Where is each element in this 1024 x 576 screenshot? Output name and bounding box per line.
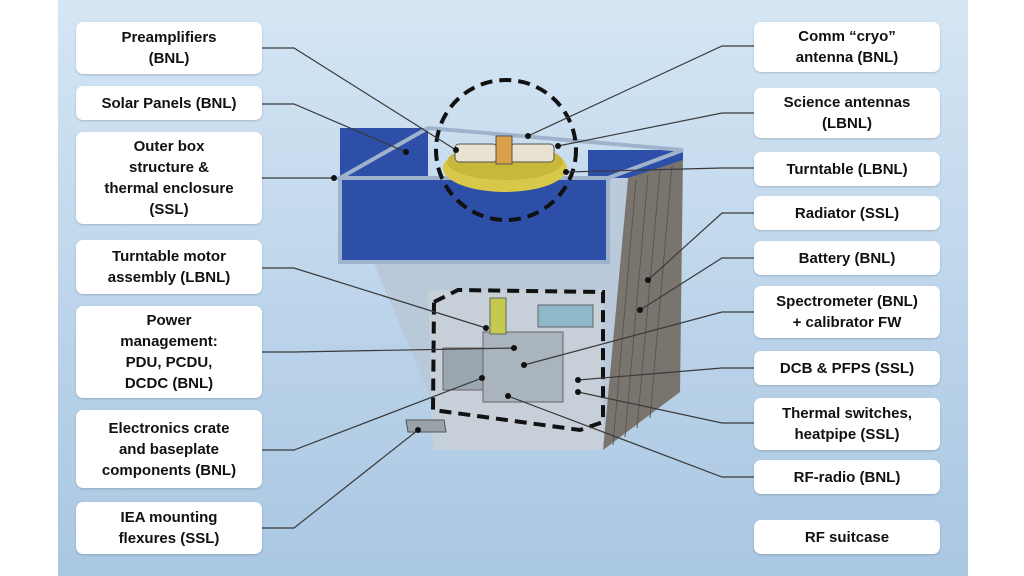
solar-panel-front — [338, 176, 610, 264]
label-iea-flexures: IEA mounting flexures (SSL) — [76, 502, 262, 554]
label-dcb-pfps: DCB & PFPS (SSL) — [754, 351, 940, 385]
label-turntable-motor: Turntable motor assembly (LBNL) — [76, 240, 262, 294]
label-electronics-crate: Electronics crate and baseplate componen… — [76, 410, 262, 488]
science-antenna-right — [509, 143, 555, 163]
label-turntable: Turntable (LBNL) — [754, 152, 940, 186]
label-outer-box: Outer box structure & thermal enclosure … — [76, 132, 262, 224]
label-rf-suitcase: RF suitcase — [754, 520, 940, 554]
label-rf-radio: RF-radio (BNL) — [754, 460, 940, 494]
label-thermal-switches: Thermal switches, heatpipe (SSL) — [754, 398, 940, 450]
label-comm-antenna: Comm “cryo” antenna (BNL) — [754, 22, 940, 72]
iea-mounting-flexure — [405, 419, 447, 433]
label-solar-panels: Solar Panels (BNL) — [76, 86, 262, 120]
label-spectrometer: Spectrometer (BNL) + calibrator FW — [754, 286, 940, 338]
label-preamplifiers: Preamplifiers (BNL) — [76, 22, 262, 74]
science-antenna-left — [454, 143, 498, 163]
turntable-highlight-circle — [434, 78, 578, 222]
label-science-antennas: Science antennas (LBNL) — [754, 88, 940, 138]
label-battery: Battery (BNL) — [754, 241, 940, 275]
label-radiator: Radiator (SSL) — [754, 196, 940, 230]
label-power-management: Power management: PDU, PCDU, DCDC (BNL) — [76, 306, 262, 398]
instrument-illustration — [262, 45, 754, 529]
diagram-stage: Preamplifiers (BNL) Solar Panels (BNL) O… — [58, 0, 968, 576]
electronics-highlight — [430, 287, 605, 433]
cryo-antenna — [495, 135, 513, 165]
